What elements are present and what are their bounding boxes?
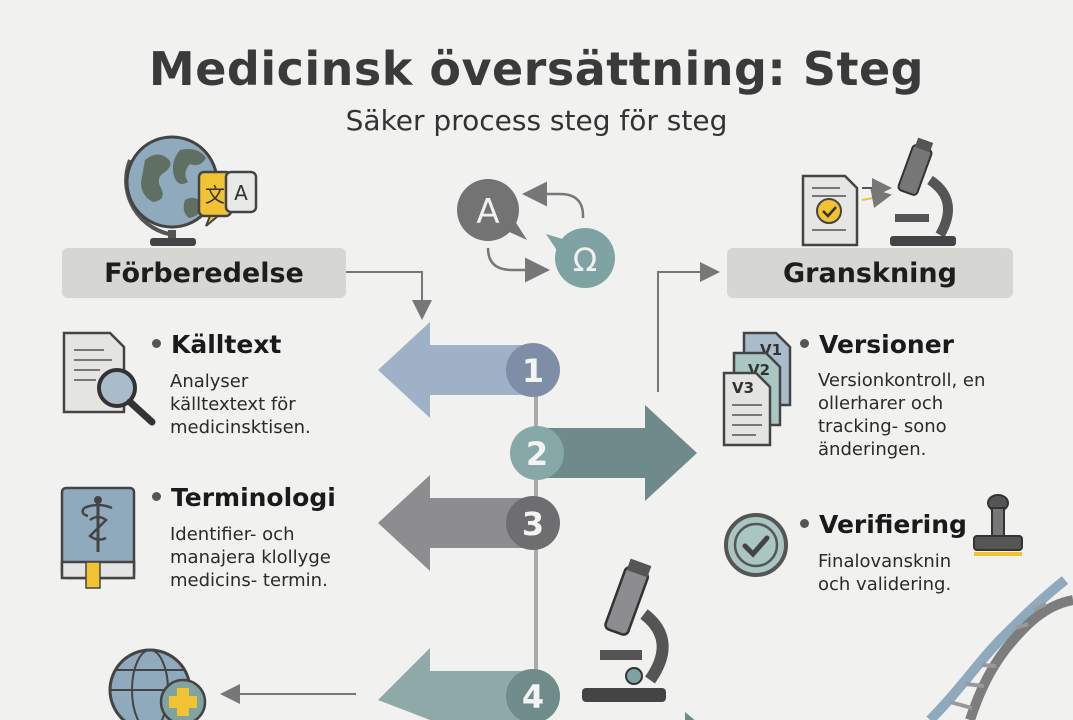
step-arrow-1	[378, 322, 536, 418]
step-arrow-5-tip	[685, 712, 695, 720]
svg-text:Ω: Ω	[573, 241, 597, 279]
item-desc-source-text: Analyser källtextext för medicinsktisen.	[170, 371, 311, 438]
page-title: Medicinsk översättning: Steg	[148, 42, 925, 96]
step-circle-4: 4	[506, 669, 560, 720]
step-circle-1: 1	[506, 343, 560, 397]
item-desc-verification: Finalovansknin och validering.	[818, 551, 952, 595]
item-title-source-text: Källtext	[152, 330, 281, 359]
dna-helix-icon	[926, 576, 1073, 720]
step-circle-2: 2	[510, 426, 564, 480]
bullet-dot	[800, 338, 809, 348]
section-header-preparation: Förberedelse	[62, 248, 346, 298]
item-desc-terminology: Identifier- och manajera klollyge medici…	[170, 524, 331, 591]
microscope-large-icon	[582, 558, 669, 702]
check-circle-icon	[724, 513, 788, 577]
globe-translate-icon: 文 A	[124, 135, 258, 246]
medical-globe-icon	[108, 648, 207, 720]
item-title-terminology: Terminologi	[152, 483, 336, 512]
svg-text:A: A	[234, 181, 248, 205]
document-review-icon	[801, 174, 892, 247]
svg-text:3: 3	[522, 505, 544, 543]
step-arrow-2	[536, 405, 697, 501]
svg-text:4: 4	[522, 678, 544, 716]
medical-book-icon	[60, 486, 136, 589]
svg-text:2: 2	[526, 435, 548, 473]
step-arrow-4	[378, 648, 536, 720]
bullet-dot	[800, 518, 809, 528]
svg-text:文: 文	[205, 183, 225, 207]
stamp-icon	[973, 494, 1023, 556]
prep-connector-arrow	[345, 271, 432, 320]
review-connector-arrow	[657, 262, 720, 392]
bullet-dot	[152, 491, 161, 501]
page-subtitle: Säker process steg för steg	[345, 104, 728, 137]
section-header-review: Granskning	[727, 248, 1013, 298]
step-circle-3: 3	[506, 496, 560, 550]
svg-text:V3: V3	[732, 379, 754, 397]
translation-cycle-icon: A Ω	[457, 179, 615, 288]
bullet-dot	[152, 338, 161, 348]
item-title-versions: Versioner	[800, 330, 954, 359]
svg-text:A: A	[476, 192, 499, 232]
microscope-icon	[890, 137, 956, 246]
versions-stack-icon: V1 V2 V3	[722, 331, 792, 447]
svg-text:1: 1	[522, 352, 544, 390]
step-arrow-3	[378, 475, 536, 571]
item-desc-versions: Versionkontroll, en ollerharer och track…	[818, 370, 986, 460]
document-search-icon	[62, 331, 156, 426]
item-title-verification: Verifiering	[800, 510, 967, 539]
